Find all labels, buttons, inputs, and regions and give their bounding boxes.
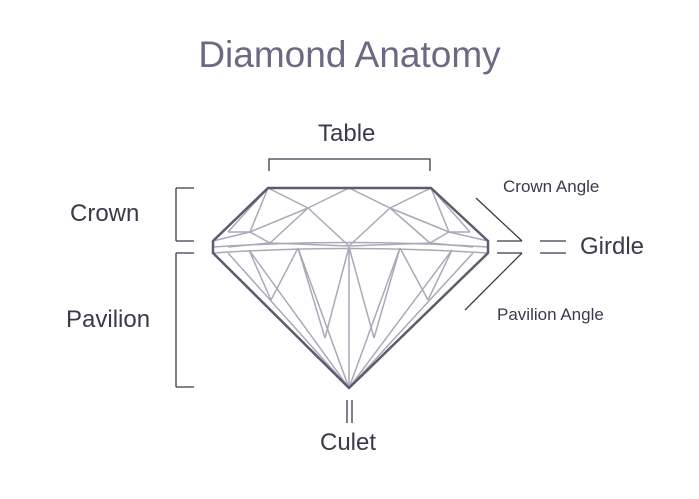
pavilion-label: Pavilion bbox=[66, 306, 151, 333]
pavilion-angle-label: Pavilion Angle bbox=[497, 305, 604, 324]
crown-bracket bbox=[175, 187, 194, 242]
culet-marker bbox=[346, 400, 353, 423]
crown-facets bbox=[212, 187, 489, 248]
diagram-title: Diamond Anatomy bbox=[198, 34, 501, 75]
table-bracket bbox=[268, 158, 431, 171]
table-label: Table bbox=[318, 120, 376, 147]
pavilion-bracket bbox=[175, 252, 194, 388]
girdle-markers bbox=[497, 240, 566, 254]
crown-angle-line bbox=[475, 197, 523, 242]
culet-label: Culet bbox=[320, 429, 377, 456]
pavilion-angle-line bbox=[464, 252, 523, 311]
girdle-label: Girdle bbox=[580, 233, 645, 260]
crown-angle-label: Crown Angle bbox=[503, 177, 600, 196]
crown-label: Crown bbox=[70, 200, 140, 227]
pavilion-facets bbox=[227, 246, 474, 389]
diamond-outline bbox=[211, 186, 490, 390]
